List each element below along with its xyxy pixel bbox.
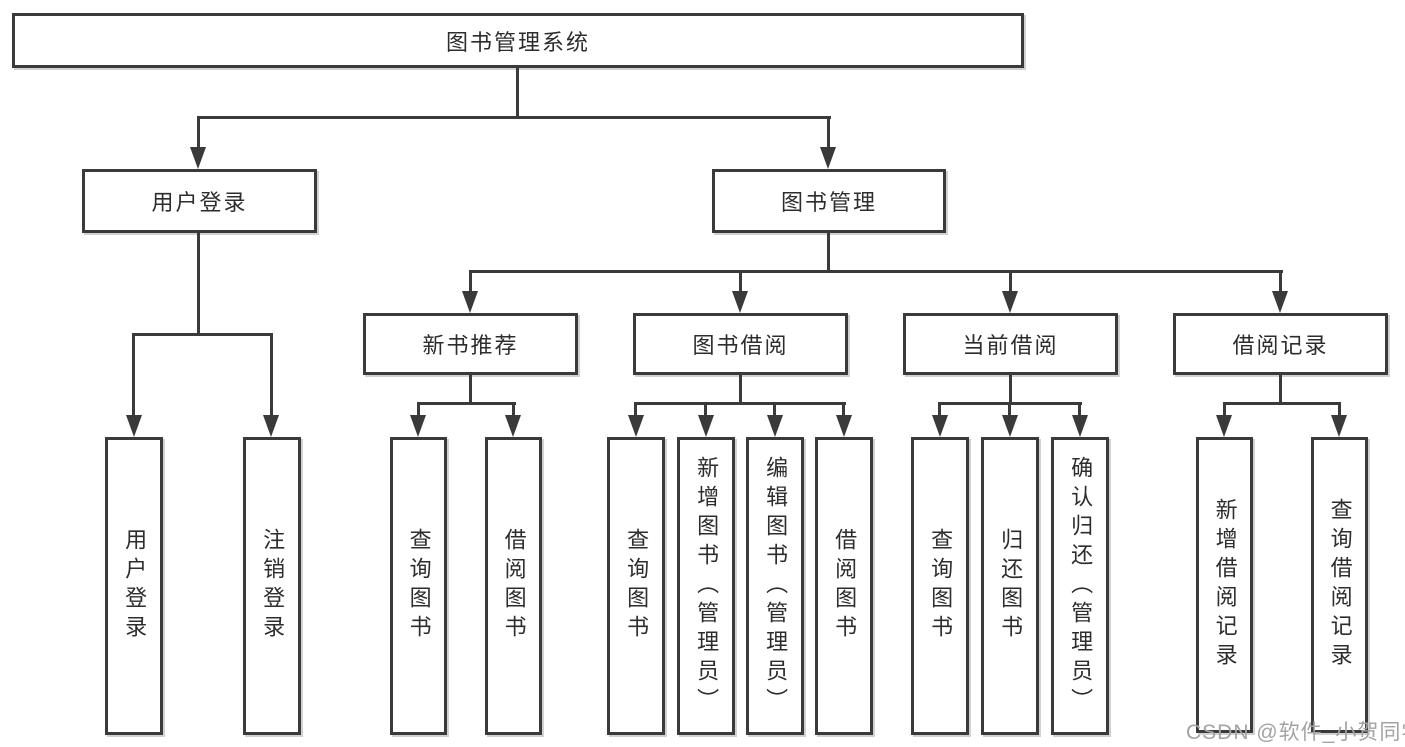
connector-root-stem [516, 68, 519, 119]
leaf-label: 确认归还（管理员） [1068, 455, 1094, 717]
node-current-borrowing: 当前借阅 [903, 313, 1118, 375]
leaf-label: 新增借阅记录 [1212, 498, 1238, 672]
leaf-label: 新增图书（管理员） [694, 455, 720, 717]
node-label: 图书借阅 [692, 333, 789, 358]
arrowhead-down-icon [1072, 415, 1088, 437]
leaf-label: 借阅图书 [832, 528, 858, 644]
connector-group-crossbar [417, 402, 516, 405]
leaf-query-books-current: 查询图书 [911, 437, 969, 735]
arrowhead-down-icon [190, 147, 206, 169]
connector-drop [270, 333, 273, 417]
leaf-confirm-return-admin: 确认归还（管理员） [1051, 437, 1109, 735]
connector-drop [704, 402, 707, 418]
connector-drop [827, 116, 830, 149]
leaf-label: 用户登录 [122, 528, 148, 644]
arrowhead-down-icon [767, 415, 783, 437]
connector-drop [1009, 270, 1012, 294]
leaf-label: 查询图书 [624, 528, 650, 644]
leaf-label: 查询借阅记录 [1327, 498, 1353, 672]
arrowhead-down-icon [698, 415, 714, 437]
leaf-query-books-recommend: 查询图书 [390, 437, 447, 735]
arrowhead-down-icon [1331, 415, 1347, 437]
connector-drop [773, 402, 776, 418]
leaf-return-book: 归还图书 [981, 437, 1039, 735]
arrowhead-down-icon [628, 415, 644, 437]
connector-mgmt-stem [827, 233, 830, 273]
csdn-watermark: CSDN @软件_小贺同学 [1186, 721, 1405, 744]
connector-user-stem [197, 233, 200, 336]
connector-drop [1223, 402, 1226, 418]
node-library-management-system: 图书管理系统 [12, 13, 1024, 68]
connector-mgmt-crossbar [469, 270, 1283, 273]
connector-drop [469, 270, 472, 294]
connector-drop [132, 333, 135, 417]
connector-group-stem [469, 375, 472, 405]
connector-group-stem [1009, 375, 1012, 405]
arrowhead-down-icon [1216, 415, 1232, 437]
leaf-query-borrow-record: 查询借阅记录 [1311, 437, 1368, 733]
connector-drop [1338, 402, 1341, 418]
node-user-login: 用户登录 [82, 169, 317, 233]
connector-drop [739, 270, 742, 294]
leaf-label: 编辑图书（管理员） [763, 455, 789, 717]
leaf-label: 借阅图书 [501, 528, 527, 644]
node-book-borrowing: 图书借阅 [633, 313, 848, 375]
leaf-edit-book-admin: 编辑图书（管理员） [746, 437, 804, 735]
arrowhead-down-icon [462, 291, 478, 313]
connector-drop [512, 402, 515, 418]
leaf-label: 归还图书 [998, 528, 1024, 644]
connector-root-crossbar [197, 116, 831, 119]
connector-group-stem [739, 375, 742, 405]
leaf-label: 注销登录 [260, 528, 286, 644]
connector-drop [938, 402, 941, 418]
leaf-borrow-books-recommend: 借阅图书 [485, 437, 542, 735]
node-label: 新书推荐 [422, 333, 519, 358]
node-label: 当前借阅 [962, 333, 1059, 358]
connector-drop [842, 402, 845, 418]
connector-group-crossbar [1223, 402, 1341, 405]
arrowhead-down-icon [410, 415, 426, 437]
connector-drop [197, 116, 200, 149]
leaf-logout: 注销登录 [243, 437, 301, 735]
arrowhead-down-icon [505, 415, 521, 437]
leaf-label: 查询图书 [928, 528, 954, 644]
node-label: 图书管理 [780, 190, 877, 215]
node-label: 用户登录 [151, 190, 248, 215]
connector-user-crossbar [132, 333, 273, 336]
arrowhead-down-icon [932, 415, 948, 437]
arrowhead-down-icon [1272, 291, 1288, 313]
arrowhead-down-icon [126, 415, 142, 437]
node-label: 图书管理系统 [445, 29, 590, 55]
node-label: 借阅记录 [1232, 333, 1329, 358]
connector-drop [1008, 402, 1011, 418]
node-new-book-recommend: 新书推荐 [363, 313, 578, 375]
leaf-add-book-admin: 新增图书（管理员） [677, 437, 735, 735]
leaf-query-books-borrowing: 查询图书 [607, 437, 665, 735]
arrowhead-down-icon [820, 147, 836, 169]
arrowhead-down-icon [1002, 291, 1018, 313]
arrowhead-down-icon [732, 291, 748, 313]
node-book-management: 图书管理 [712, 169, 946, 233]
connector-drop [1078, 402, 1081, 418]
connector-drop [634, 402, 637, 418]
arrowhead-down-icon [263, 415, 279, 437]
connector-group-crossbar [634, 402, 846, 405]
arrowhead-down-icon [836, 415, 852, 437]
connector-drop [417, 402, 420, 418]
leaf-borrow-books-borrowing: 借阅图书 [815, 437, 873, 735]
node-borrowing-records: 借阅记录 [1173, 313, 1388, 375]
arrowhead-down-icon [1002, 415, 1018, 437]
leaf-add-borrow-record: 新增借阅记录 [1196, 437, 1253, 733]
connector-drop [1279, 270, 1282, 294]
leaf-label: 查询图书 [406, 528, 432, 644]
connector-group-stem [1279, 375, 1282, 405]
leaf-user-login: 用户登录 [105, 437, 163, 735]
